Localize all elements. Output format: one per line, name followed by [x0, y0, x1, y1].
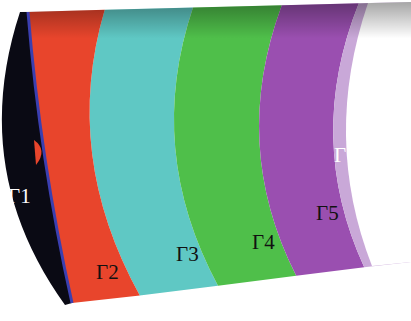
region-label: Γ4 — [252, 232, 275, 253]
rim — [28, 12, 72, 303]
shading — [20, 2, 411, 305]
region-label: Γ5 — [316, 203, 339, 224]
region-label: Γ2 — [96, 262, 119, 283]
end-cap — [2, 12, 72, 305]
notch — [34, 140, 42, 165]
region-label: Γ1 — [8, 186, 31, 207]
region-label: Γ3 — [176, 244, 199, 265]
region-label: Γ6 — [334, 145, 357, 166]
